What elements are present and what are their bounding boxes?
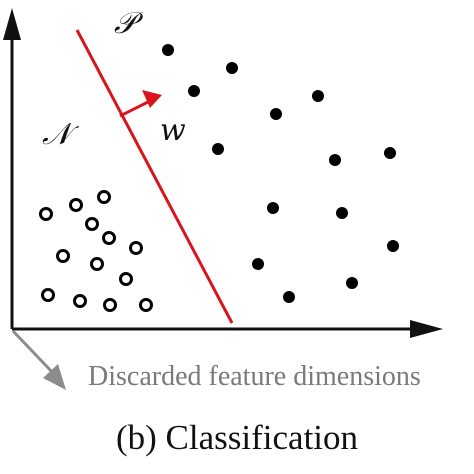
discarded-axis-arrowhead xyxy=(43,364,66,390)
negative-point xyxy=(69,198,83,212)
positive-region-label: 𝒫 xyxy=(114,6,144,41)
positive-point xyxy=(267,202,279,214)
positive-points xyxy=(162,44,399,303)
negative-point xyxy=(85,217,99,231)
positive-point xyxy=(283,291,295,303)
negative-point xyxy=(102,231,116,245)
x-axis-arrowhead xyxy=(410,320,443,338)
positive-point xyxy=(312,90,324,102)
positive-point xyxy=(212,143,224,155)
negative-point xyxy=(90,257,104,271)
negative-point xyxy=(41,288,55,302)
discarded-axis-line xyxy=(11,329,56,376)
negative-point xyxy=(119,272,133,286)
y-axis-arrowhead xyxy=(3,8,21,40)
positive-point xyxy=(346,277,358,289)
positive-point xyxy=(329,154,341,166)
discarded-axis-label: Discarded feature dimensions xyxy=(88,361,421,392)
discarded-axis xyxy=(11,329,66,390)
positive-point xyxy=(188,85,200,97)
positive-point xyxy=(384,147,396,159)
positive-point xyxy=(162,44,174,56)
negative-point xyxy=(139,298,153,312)
decision-boundary xyxy=(75,29,234,324)
weight-vector-shaft xyxy=(119,99,151,118)
negative-point xyxy=(129,241,143,255)
negative-points xyxy=(39,190,153,312)
weight-vector-arrowhead xyxy=(142,90,162,108)
axes xyxy=(3,8,443,338)
positive-point xyxy=(336,207,348,219)
negative-point xyxy=(56,249,70,263)
positive-point xyxy=(270,108,282,120)
separator-line xyxy=(75,29,234,324)
negative-region-label: 𝒩 xyxy=(42,117,80,152)
negative-point xyxy=(39,207,53,221)
positive-point xyxy=(387,240,399,252)
figure-caption: (b) Classification xyxy=(116,418,358,457)
positive-point xyxy=(226,62,238,74)
positive-point xyxy=(252,258,264,270)
negative-point xyxy=(73,294,87,308)
weight-vector-label: w xyxy=(160,113,186,148)
negative-point xyxy=(103,298,117,312)
negative-point xyxy=(97,190,111,204)
